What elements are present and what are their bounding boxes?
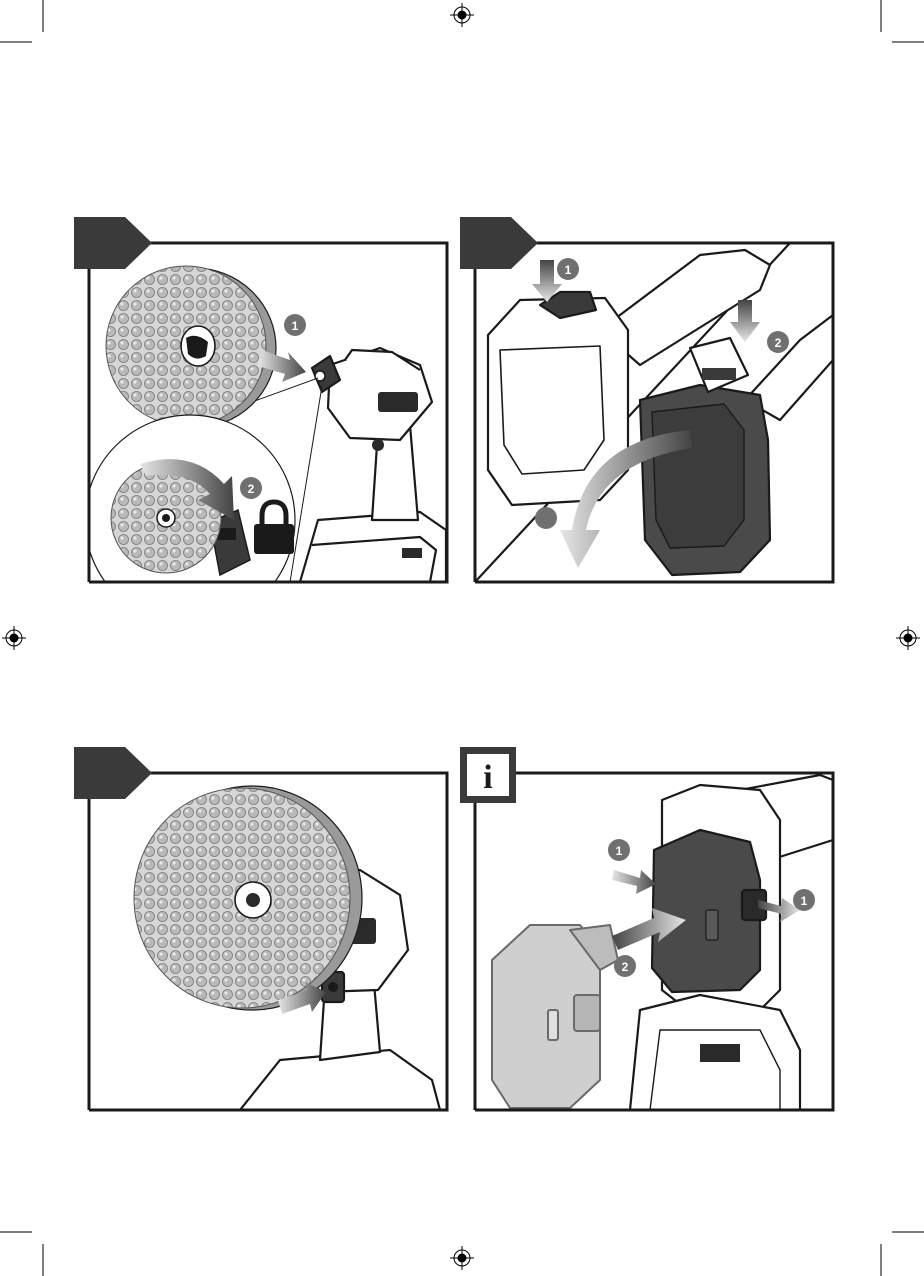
- callout-label: 2: [775, 336, 782, 350]
- info-icon: i: [460, 747, 516, 803]
- step-tab: [74, 747, 152, 799]
- step-callout-icon: 2: [240, 477, 262, 499]
- brush-disc: [106, 266, 276, 428]
- arrow-icon: [612, 870, 656, 894]
- callout-label: 1: [565, 263, 572, 277]
- panel-3: [74, 747, 447, 1110]
- callout-label: 1: [292, 319, 299, 333]
- brush-disc: [134, 786, 362, 1010]
- step-tab: [74, 217, 152, 269]
- step-callout-icon: 2: [614, 955, 636, 977]
- step-callout-icon: 1: [793, 889, 815, 911]
- registration-mark-icon: [450, 3, 474, 27]
- info-tab-label: i: [483, 759, 492, 796]
- battery: [652, 830, 766, 992]
- registration-mark-icon: [896, 626, 920, 650]
- battery-removed: [492, 925, 618, 1108]
- callout-label: 1: [616, 844, 623, 858]
- callout-label: 1: [801, 894, 808, 908]
- panel-1: 1 2: [74, 217, 447, 625]
- panel-2: 1 2: [460, 217, 833, 582]
- registration-mark-icon: [450, 1246, 474, 1270]
- step-callout-icon: 1: [608, 839, 630, 861]
- panel-4: 1 1 2 i: [460, 747, 833, 1110]
- callout-label: 2: [248, 482, 255, 496]
- step-callout-icon: 1: [557, 258, 579, 280]
- callout-label: 2: [622, 960, 629, 974]
- polisher-tool: [300, 348, 446, 582]
- registration-mark-icon: [2, 626, 26, 650]
- step-callout-icon: 2: [767, 331, 789, 353]
- step-tab: [460, 217, 538, 269]
- step-callout-icon: 1: [284, 314, 306, 336]
